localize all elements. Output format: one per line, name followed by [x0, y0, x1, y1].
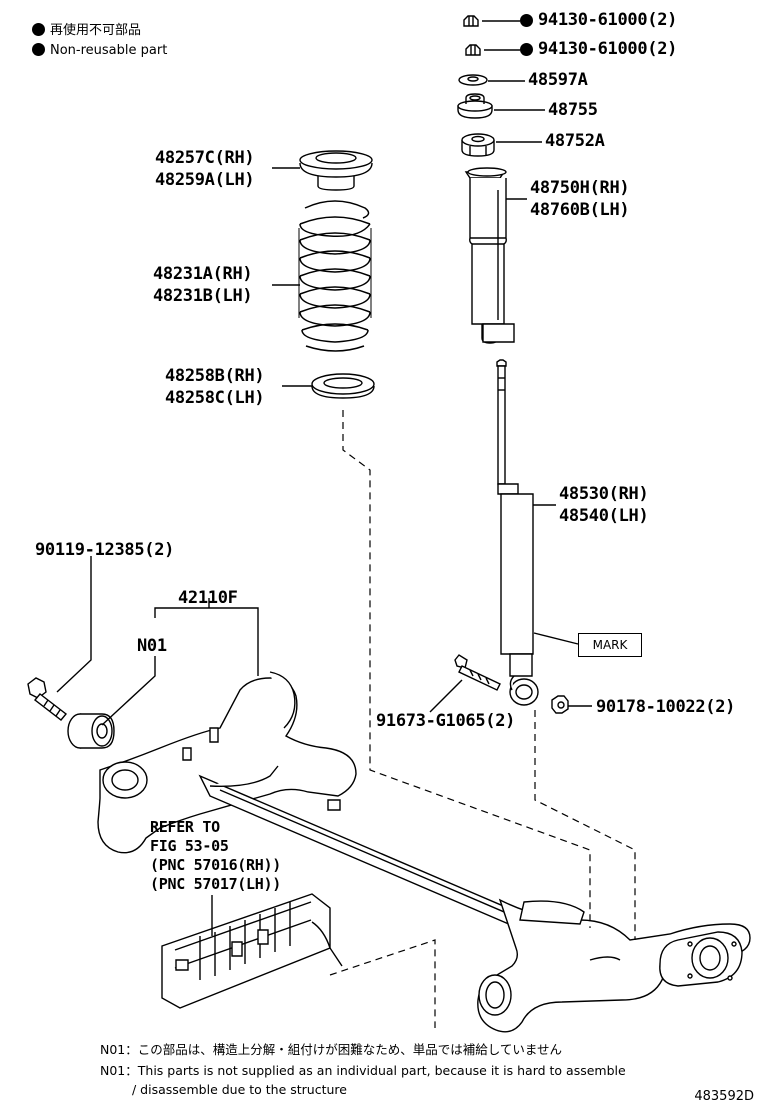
legend-jp-text: 再使用不可部品: [50, 23, 142, 38]
legend-jp: 再使用不可部品: [32, 22, 141, 40]
non-reusable-dot-icon: [32, 23, 45, 36]
part-label-bump-stop-lh[interactable]: 48760B(LH): [530, 200, 630, 220]
nut-lower-icon: [466, 45, 480, 55]
washer-icon: [459, 75, 487, 85]
mark-box: MARK: [578, 633, 642, 657]
part-label-pivot-bolt[interactable]: 90119-12385(2): [35, 540, 175, 560]
refer-line-4: (PNC 57017(LH)): [150, 875, 281, 893]
nut-upper-icon: [464, 16, 478, 26]
part-label-absorber-nut[interactable]: 90178-10022(2): [596, 697, 736, 717]
part-label-cushion[interactable]: 48752A: [545, 131, 605, 151]
refer-line-3: (PNC 57016(RH)): [150, 856, 281, 874]
absorber-nut-icon: [552, 696, 568, 713]
absorber-bolt-icon: [455, 655, 500, 690]
part-label-lower-insulator-rh[interactable]: 48258B(RH): [165, 366, 265, 386]
part-label-nut-upper[interactable]: 94130-61000(2): [520, 10, 677, 31]
part-label-upper-insulator-rh[interactable]: 48257C(RH): [155, 148, 255, 168]
part-label-upper-insulator-lh[interactable]: 48259A(LH): [155, 170, 255, 190]
cushion-icon: [462, 134, 494, 156]
legend-en-text: Non-reusable part: [50, 43, 168, 58]
part-label-absorber-rh[interactable]: 48530(RH): [559, 484, 649, 504]
non-reusable-dot-icon: [32, 43, 45, 56]
note-en-1: N01：This parts is not supplied as an ind…: [100, 1063, 626, 1078]
part-label-absorber-lh[interactable]: 48540(LH): [559, 506, 649, 526]
bushing-icon: [68, 714, 114, 748]
pivot-bolt-icon: [28, 678, 66, 720]
shock-absorber-icon: [497, 360, 538, 705]
part-label-bushing[interactable]: N01: [137, 636, 167, 656]
part-label-absorber-bolt[interactable]: 91673-G1065(2): [376, 711, 516, 731]
refer-bracket-icon: [162, 894, 342, 1008]
non-reusable-dot-icon: [520, 14, 533, 27]
retainer-icon: [458, 94, 492, 118]
note-jp: N01：この部品は、構造上分解・組付けが困難なため、単品では補給していません: [100, 1042, 563, 1057]
note-en-2: / disassemble due to the structure: [132, 1082, 347, 1097]
part-label-coil-spring-lh[interactable]: 48231B(LH): [153, 286, 253, 306]
figure-code: 483592D: [694, 1089, 754, 1104]
refer-line-2[interactable]: FIG 53-05: [150, 837, 229, 855]
bump-stop-icon: [466, 168, 514, 343]
part-label-washer[interactable]: 48597A: [528, 70, 588, 90]
lower-insulator-icon: [312, 374, 374, 398]
legend-en: Non-reusable part: [32, 42, 167, 60]
refer-line-1: REFER TO: [150, 818, 220, 836]
axle-beam-icon: [98, 672, 750, 1032]
part-label-bump-stop-rh[interactable]: 48750H(RH): [530, 178, 630, 198]
upper-insulator-icon: [300, 151, 372, 190]
part-label-retainer[interactable]: 48755: [548, 100, 598, 120]
coil-spring-icon: [299, 201, 371, 351]
non-reusable-dot-icon: [520, 43, 533, 56]
part-label-lower-insulator-lh[interactable]: 48258C(LH): [165, 388, 265, 408]
part-label-axle-beam[interactable]: 42110F: [178, 588, 238, 608]
part-label-nut-lower[interactable]: 94130-61000(2): [520, 39, 677, 60]
part-label-coil-spring-rh[interactable]: 48231A(RH): [153, 264, 253, 284]
